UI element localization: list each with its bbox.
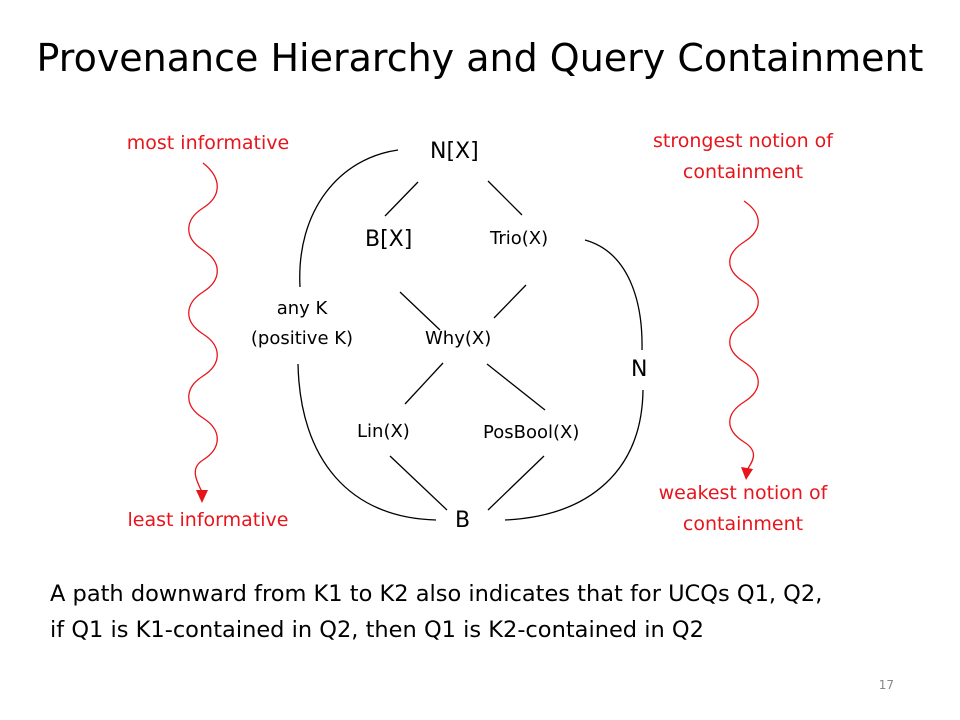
arc-any-k-label: any K (positive K) xyxy=(222,294,382,354)
weakest-containment-line2: containment xyxy=(682,513,804,535)
arc-n-lower xyxy=(504,389,644,521)
edge-bx-why xyxy=(399,291,441,331)
node-b-x: B[X] xyxy=(365,227,413,252)
node-lin: Lin(X) xyxy=(357,421,410,442)
edge-trio-why xyxy=(493,284,527,319)
node-why: Why(X) xyxy=(425,328,492,349)
slide-title: Provenance Hierarchy and Query Containme… xyxy=(36,36,924,80)
left-arrowhead xyxy=(196,490,208,503)
edge-lin-b xyxy=(389,455,448,511)
caption-line-1: A path downward from K1 to K2 also indic… xyxy=(50,581,823,607)
node-n: N xyxy=(631,357,648,382)
edge-why-posbool xyxy=(486,363,546,411)
most-informative-label: most informative xyxy=(126,132,290,154)
edge-posbool-b xyxy=(487,455,545,511)
arc-n-upper xyxy=(584,239,643,351)
node-n-x: N[X] xyxy=(430,139,479,164)
caption-line-2: if Q1 is K1-contained in Q2, then Q1 is … xyxy=(50,617,704,643)
strongest-containment-line1: strongest notion of xyxy=(653,130,833,152)
node-b: B xyxy=(455,508,471,533)
node-posbool: PosBool(X) xyxy=(483,422,580,443)
left-wavy-arrow xyxy=(188,162,218,493)
edge-why-lin xyxy=(404,362,444,405)
edge-nx-bx xyxy=(384,181,419,217)
edge-nx-trio xyxy=(487,180,523,216)
right-arrowhead xyxy=(741,467,753,480)
arc-any-k-upper xyxy=(299,149,399,288)
arc-label-line2: (positive K) xyxy=(250,328,354,349)
right-wavy-arrow xyxy=(729,200,759,471)
weakest-containment-label: weakest notion of containment xyxy=(620,478,866,540)
arc-any-k-lower xyxy=(297,363,437,521)
page-number: 17 xyxy=(878,678,894,692)
caption: A path downward from K1 to K2 also indic… xyxy=(50,576,930,648)
arc-label-line1: any K xyxy=(276,298,328,319)
strongest-containment-line2: containment xyxy=(682,161,804,183)
least-informative-label: least informative xyxy=(127,509,289,531)
strongest-containment-label: strongest notion of containment xyxy=(620,126,866,188)
node-trio: Trio(X) xyxy=(490,228,549,249)
weakest-containment-line1: weakest notion of xyxy=(658,482,828,504)
